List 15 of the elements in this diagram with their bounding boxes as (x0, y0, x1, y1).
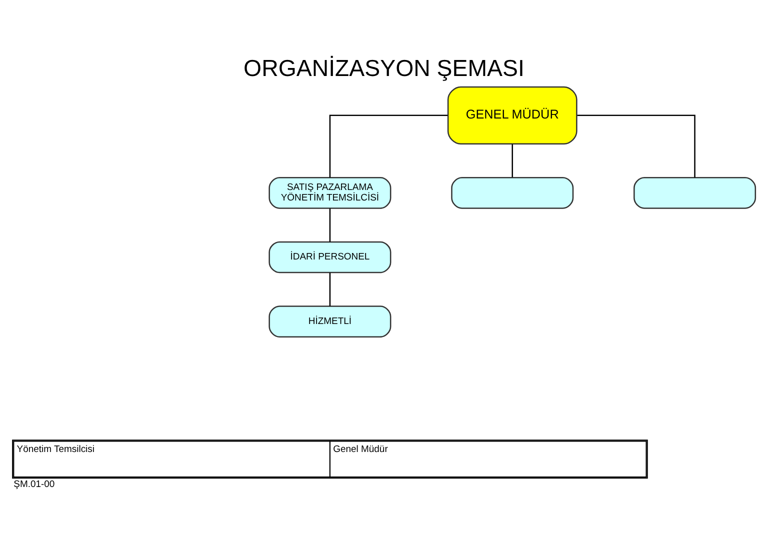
diagram-title: ORGANİZASYON ŞEMASI (244, 54, 524, 80)
label: Yönetim Temsilcisi (16, 443, 95, 454)
connector (329, 208, 331, 242)
connector (512, 144, 513, 177)
connector (329, 114, 448, 178)
node-box: HİZMETLİ (268, 305, 392, 337)
connector (577, 114, 696, 178)
node-box (451, 176, 574, 208)
node-box (634, 176, 756, 208)
connector (329, 272, 331, 306)
label: ŞM.01-00 (14, 478, 55, 490)
node-box: İDARİ PERSONEL (268, 240, 392, 273)
node-box: SATIŞ PAZARLAMA YÖNETİM TEMSİLCİSİ (268, 176, 392, 208)
node-box: GENEL MÜDÜR (447, 86, 578, 144)
label: Genel Müdür (333, 443, 388, 454)
